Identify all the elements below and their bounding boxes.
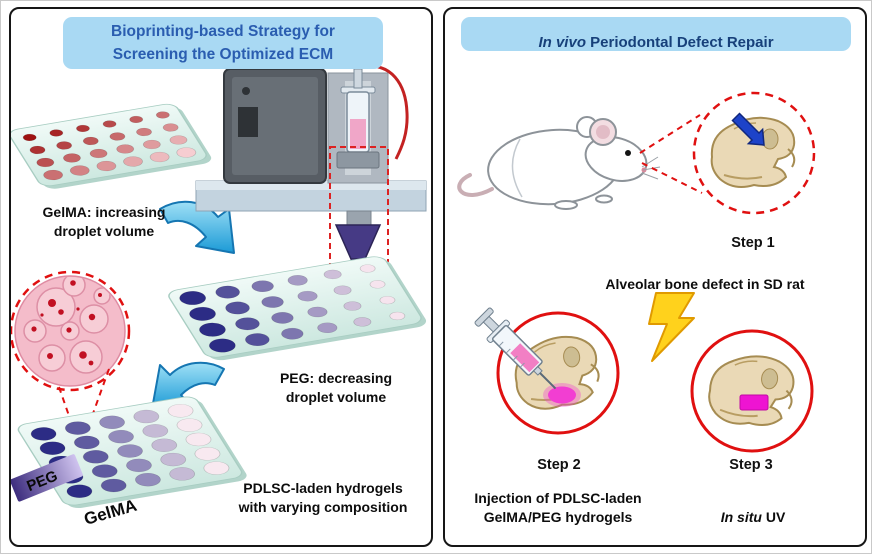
step1-caption: Alveolar bone defect in SD rat: [605, 276, 805, 292]
gelma-label: GelMA: increasing droplet volume: [42, 204, 166, 239]
step2-site: [474, 307, 620, 435]
well-plate-combinatorial: [17, 396, 247, 509]
bioprinter-icon: [195, 64, 427, 295]
rat-icon: [457, 116, 661, 210]
right-illustration: [457, 91, 816, 453]
step1-magnifier: [692, 91, 816, 215]
step2-caption: Injection of PDLSC-laden GelMA/PEG hydro…: [474, 490, 642, 525]
step1-label: Step 1: [731, 235, 775, 251]
step3-caption-italic: In situ: [720, 508, 762, 525]
left-panel: Bioprinting-based Strategy for Screening…: [9, 7, 433, 547]
crosslinked-hydrogel: [739, 394, 769, 411]
hydrogel-cells-zoom-icon: [11, 270, 131, 445]
well-plate-peg: [168, 256, 427, 361]
left-panel-title: Bioprinting-based Strategy for Screening…: [63, 17, 383, 69]
defect-arrow-icon: [731, 112, 765, 146]
step3-label: Step 3: [729, 457, 773, 473]
hydrogel-injection-blob: [548, 386, 576, 404]
curved-arrow-icon: [159, 200, 235, 254]
peg-label: PEG: decreasing droplet volume: [279, 370, 393, 405]
left-panel-title-text: Bioprinting-based Strategy for Screening…: [111, 22, 335, 63]
syringe-icon: [474, 307, 557, 390]
step3-caption: In situ UV crosslinking: [720, 508, 786, 525]
step3-site: [648, 292, 814, 453]
magnifier-connector: [639, 114, 703, 194]
right-panel: In vivo Periodontal Defect Repair: [443, 7, 867, 547]
uv-lightning-icon: [648, 292, 695, 362]
cell-nuclei: [31, 280, 102, 366]
well-plate-gelma: [11, 103, 212, 189]
right-panel-title-text: In vivo Periodontal Defect Repair: [538, 34, 774, 51]
result-label: PDLSC-laden hydrogels with varying compo…: [238, 480, 408, 515]
left-illustration: PEG GelMA: [11, 64, 427, 529]
step2-label: Step 2: [537, 457, 581, 473]
right-panel-title: In vivo Periodontal Defect Repair: [461, 17, 851, 51]
